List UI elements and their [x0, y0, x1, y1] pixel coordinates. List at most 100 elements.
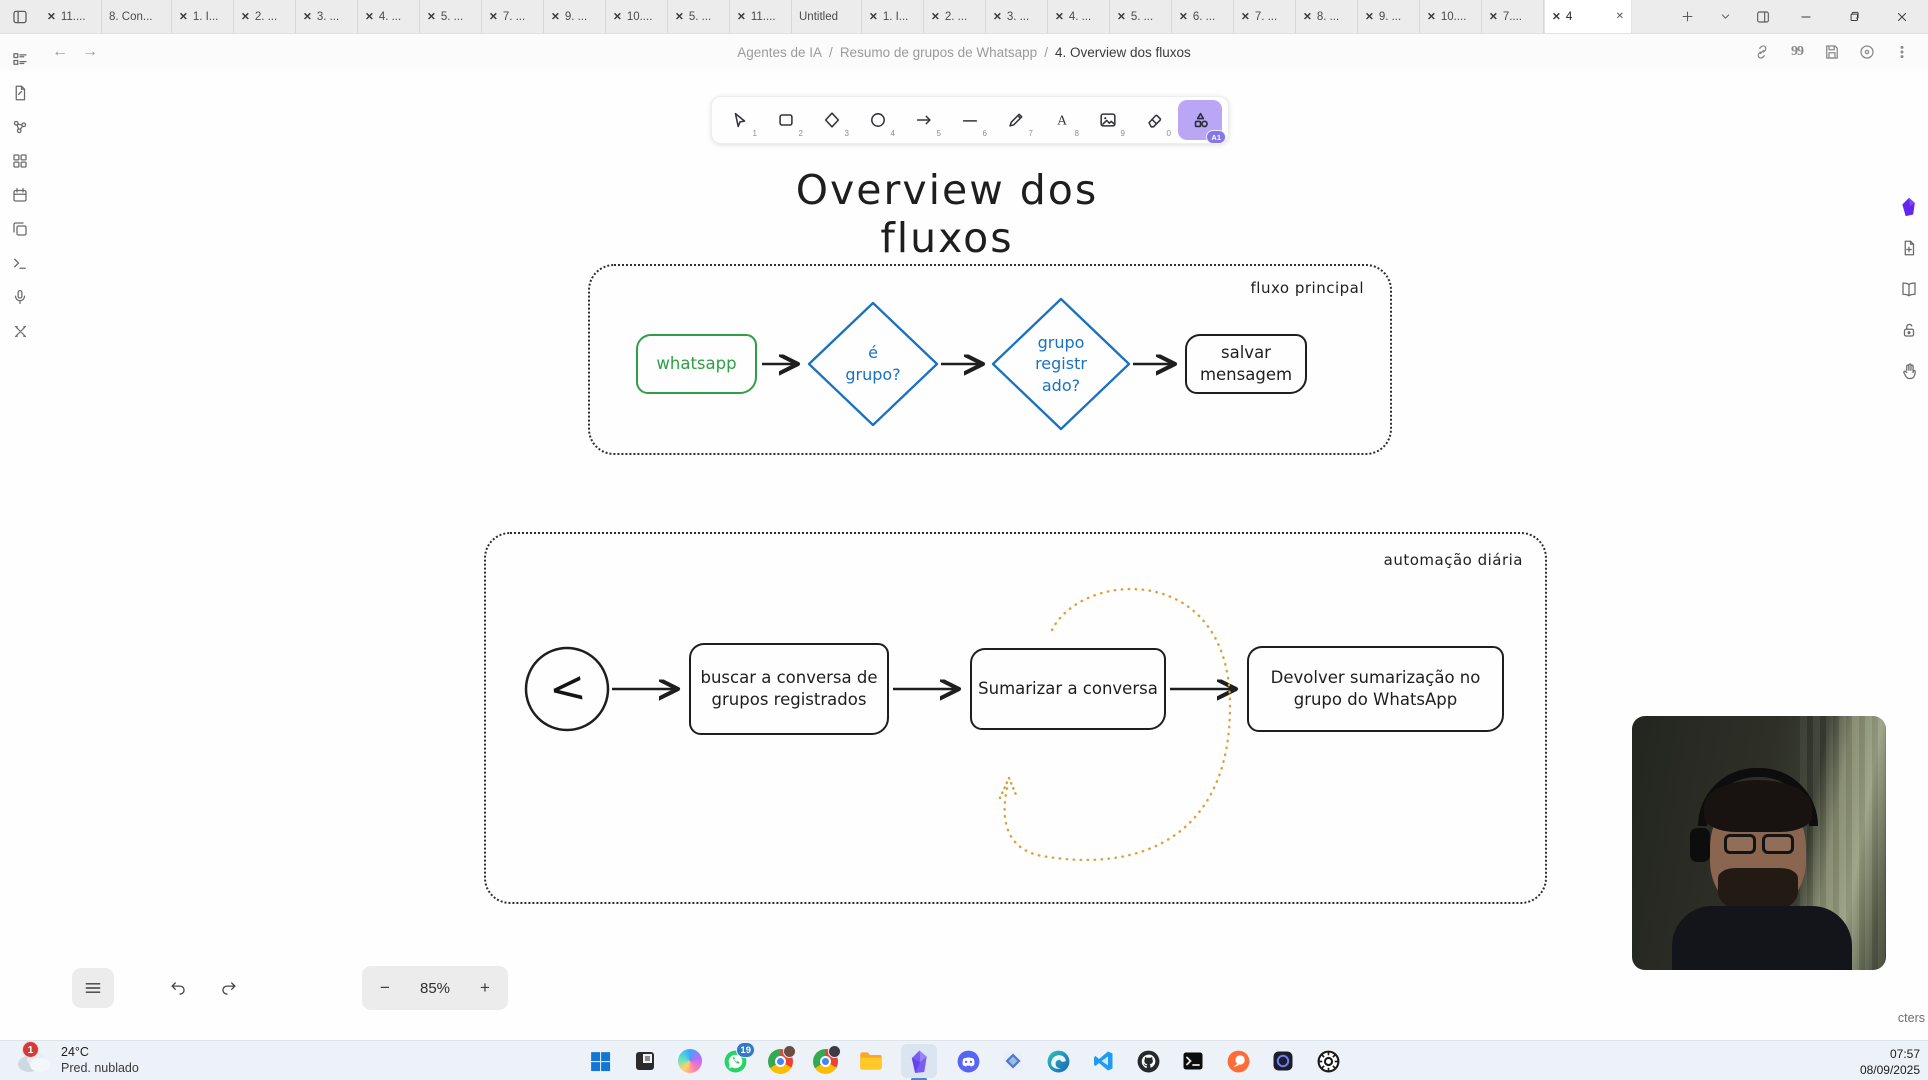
tab[interactable]: ✕7....: [1482, 0, 1544, 33]
forward-icon[interactable]: →: [82, 43, 98, 60]
tab[interactable]: ✕7. ...: [1234, 0, 1296, 33]
taskbar-obsidian[interactable]: [901, 1044, 937, 1078]
tab[interactable]: ✕1. I...: [172, 0, 234, 33]
image-tool[interactable]: 9: [1086, 100, 1130, 140]
link-icon[interactable]: [1752, 42, 1772, 62]
taskbar-steelseries[interactable]: [1314, 1047, 1342, 1075]
taskbar-postman[interactable]: [1224, 1047, 1252, 1075]
node-sumarizar[interactable]: Sumarizar a conversa: [970, 648, 1166, 730]
group-fluxo-principal[interactable]: fluxo principal: [588, 264, 1392, 455]
weather-widget[interactable]: 1 24°C Pred. nublado: [14, 1041, 139, 1077]
tab-close-icon[interactable]: ✕: [1615, 11, 1624, 22]
taskbar-terminal-app[interactable]: [1179, 1047, 1207, 1075]
tab[interactable]: ✕10....: [606, 0, 668, 33]
zoom-level[interactable]: 85%: [419, 979, 451, 997]
breadcrumb-current[interactable]: 4. Overview dos fluxos: [1054, 44, 1191, 60]
workspace-layout-icon[interactable]: [9, 48, 31, 70]
tab[interactable]: ✕11....: [730, 0, 792, 33]
tab[interactable]: ✕11....: [40, 0, 102, 33]
node-e-grupo[interactable]: é grupo?: [845, 343, 901, 384]
maximize-button[interactable]: [1834, 0, 1874, 34]
taskbar-discord[interactable]: [954, 1047, 982, 1075]
back-icon[interactable]: ←: [52, 43, 68, 60]
tab[interactable]: ✕1. I...: [862, 0, 924, 33]
tab[interactable]: ✕9. ...: [1358, 0, 1420, 33]
line-tool[interactable]: 6: [948, 100, 992, 140]
new-note-icon[interactable]: [9, 82, 31, 104]
tab[interactable]: ✕6. ...: [1172, 0, 1234, 33]
lock-icon[interactable]: [1898, 319, 1920, 341]
new-tab-button[interactable]: [1672, 4, 1702, 30]
minimize-button[interactable]: [1786, 0, 1826, 34]
taskbar-edge[interactable]: [1044, 1047, 1072, 1075]
node-whatsapp[interactable]: whatsapp: [636, 334, 757, 394]
ellipse-tool[interactable]: 4: [856, 100, 900, 140]
more-options-icon[interactable]: [1892, 42, 1912, 62]
node-agendador[interactable]: <: [537, 659, 597, 719]
taskbar-clock[interactable]: 07:57 08/09/2025: [1860, 1047, 1920, 1078]
taskbar-github-desktop[interactable]: [1134, 1047, 1162, 1075]
selection-tool[interactable]: 1: [718, 100, 762, 140]
diamond-tool[interactable]: 3: [810, 100, 854, 140]
arrow-tool[interactable]: 5: [902, 100, 946, 140]
group-automacao-diaria[interactable]: automação diária: [484, 532, 1547, 904]
tab[interactable]: ✕2. ...: [924, 0, 986, 33]
tab[interactable]: ✕3. ...: [296, 0, 358, 33]
tab[interactable]: 8. Con...: [102, 0, 172, 33]
tab[interactable]: ✕4. ...: [358, 0, 420, 33]
terminal-icon[interactable]: [9, 252, 31, 274]
redo-button[interactable]: [213, 974, 243, 1002]
node-grupo-registrado[interactable]: grupo registr ado?: [1035, 332, 1087, 395]
tab[interactable]: ✕2. ...: [234, 0, 296, 33]
tab[interactable]: Untitled: [792, 0, 862, 33]
taskbar-blue-diamond-app[interactable]: [999, 1047, 1027, 1075]
new-drawing-icon[interactable]: [1898, 237, 1920, 259]
tab[interactable]: ✕4. ...: [1048, 0, 1110, 33]
taskbar-vscode[interactable]: [1089, 1047, 1117, 1075]
calendar-icon[interactable]: [9, 184, 31, 206]
save-icon[interactable]: [1822, 42, 1842, 62]
node-salvar-mensagem[interactable]: salvar mensagem: [1185, 334, 1307, 394]
breadcrumb-item[interactable]: Resumo de grupos de Whatsapp: [839, 44, 1038, 60]
canvas-grid-icon[interactable]: [9, 150, 31, 172]
node-devolver[interactable]: Devolver sumarização no grupo do WhatsAp…: [1247, 646, 1504, 732]
tab[interactable]: ✕5. ...: [668, 0, 730, 33]
tab-list-dropdown[interactable]: [1710, 4, 1740, 30]
tab-active[interactable]: ✕4✕: [1544, 0, 1632, 33]
menu-button[interactable]: [72, 968, 114, 1008]
eraser-tool[interactable]: 0: [1132, 100, 1176, 140]
tab[interactable]: ✕5. ...: [420, 0, 482, 33]
breadcrumb-item[interactable]: Agentes de IA: [737, 44, 823, 60]
obsidian-sync-icon[interactable]: [1898, 196, 1920, 218]
close-button[interactable]: [1882, 0, 1922, 34]
tab[interactable]: ✕5. ...: [1110, 0, 1172, 33]
zoom-out-button[interactable]: −: [380, 978, 390, 997]
draw-tool[interactable]: 7: [994, 100, 1038, 140]
pan-tool-icon[interactable]: [1898, 360, 1920, 382]
tab[interactable]: ✕9. ...: [544, 0, 606, 33]
taskbar-chrome-profile-1[interactable]: [766, 1044, 796, 1075]
taskbar-copilot[interactable]: [676, 1047, 704, 1075]
shapes-tool[interactable]: A1: [1178, 100, 1226, 144]
taskbar-chrome-profile-2[interactable]: [811, 1044, 841, 1075]
zoom-in-button[interactable]: +: [480, 978, 490, 997]
taskbar-dark-ring-app[interactable]: [1269, 1047, 1297, 1075]
presentation-icon[interactable]: [1857, 42, 1877, 62]
tab[interactable]: ✕8. ...: [1296, 0, 1358, 33]
tab[interactable]: ✕7. ...: [482, 0, 544, 33]
reading-view-icon[interactable]: [1898, 278, 1920, 300]
taskbar-folder-explorer[interactable]: [856, 1047, 884, 1075]
tab-stack-icon[interactable]: [1748, 4, 1778, 30]
node-buscar-conversa[interactable]: buscar a conversa de grupos registrados: [689, 643, 889, 735]
quote-count-icon[interactable]: 99: [1791, 44, 1804, 59]
excalidraw-icon[interactable]: [9, 320, 31, 342]
rectangle-tool[interactable]: 2: [764, 100, 808, 140]
taskbar-whatsapp[interactable]: 19: [721, 1042, 755, 1075]
canvas-title[interactable]: Overview dos fluxos: [795, 166, 1099, 262]
undo-button[interactable]: [163, 974, 193, 1002]
tab[interactable]: ✕10....: [1420, 0, 1482, 33]
microphone-icon[interactable]: [9, 286, 31, 308]
sidebar-toggle-icon[interactable]: [0, 0, 40, 33]
